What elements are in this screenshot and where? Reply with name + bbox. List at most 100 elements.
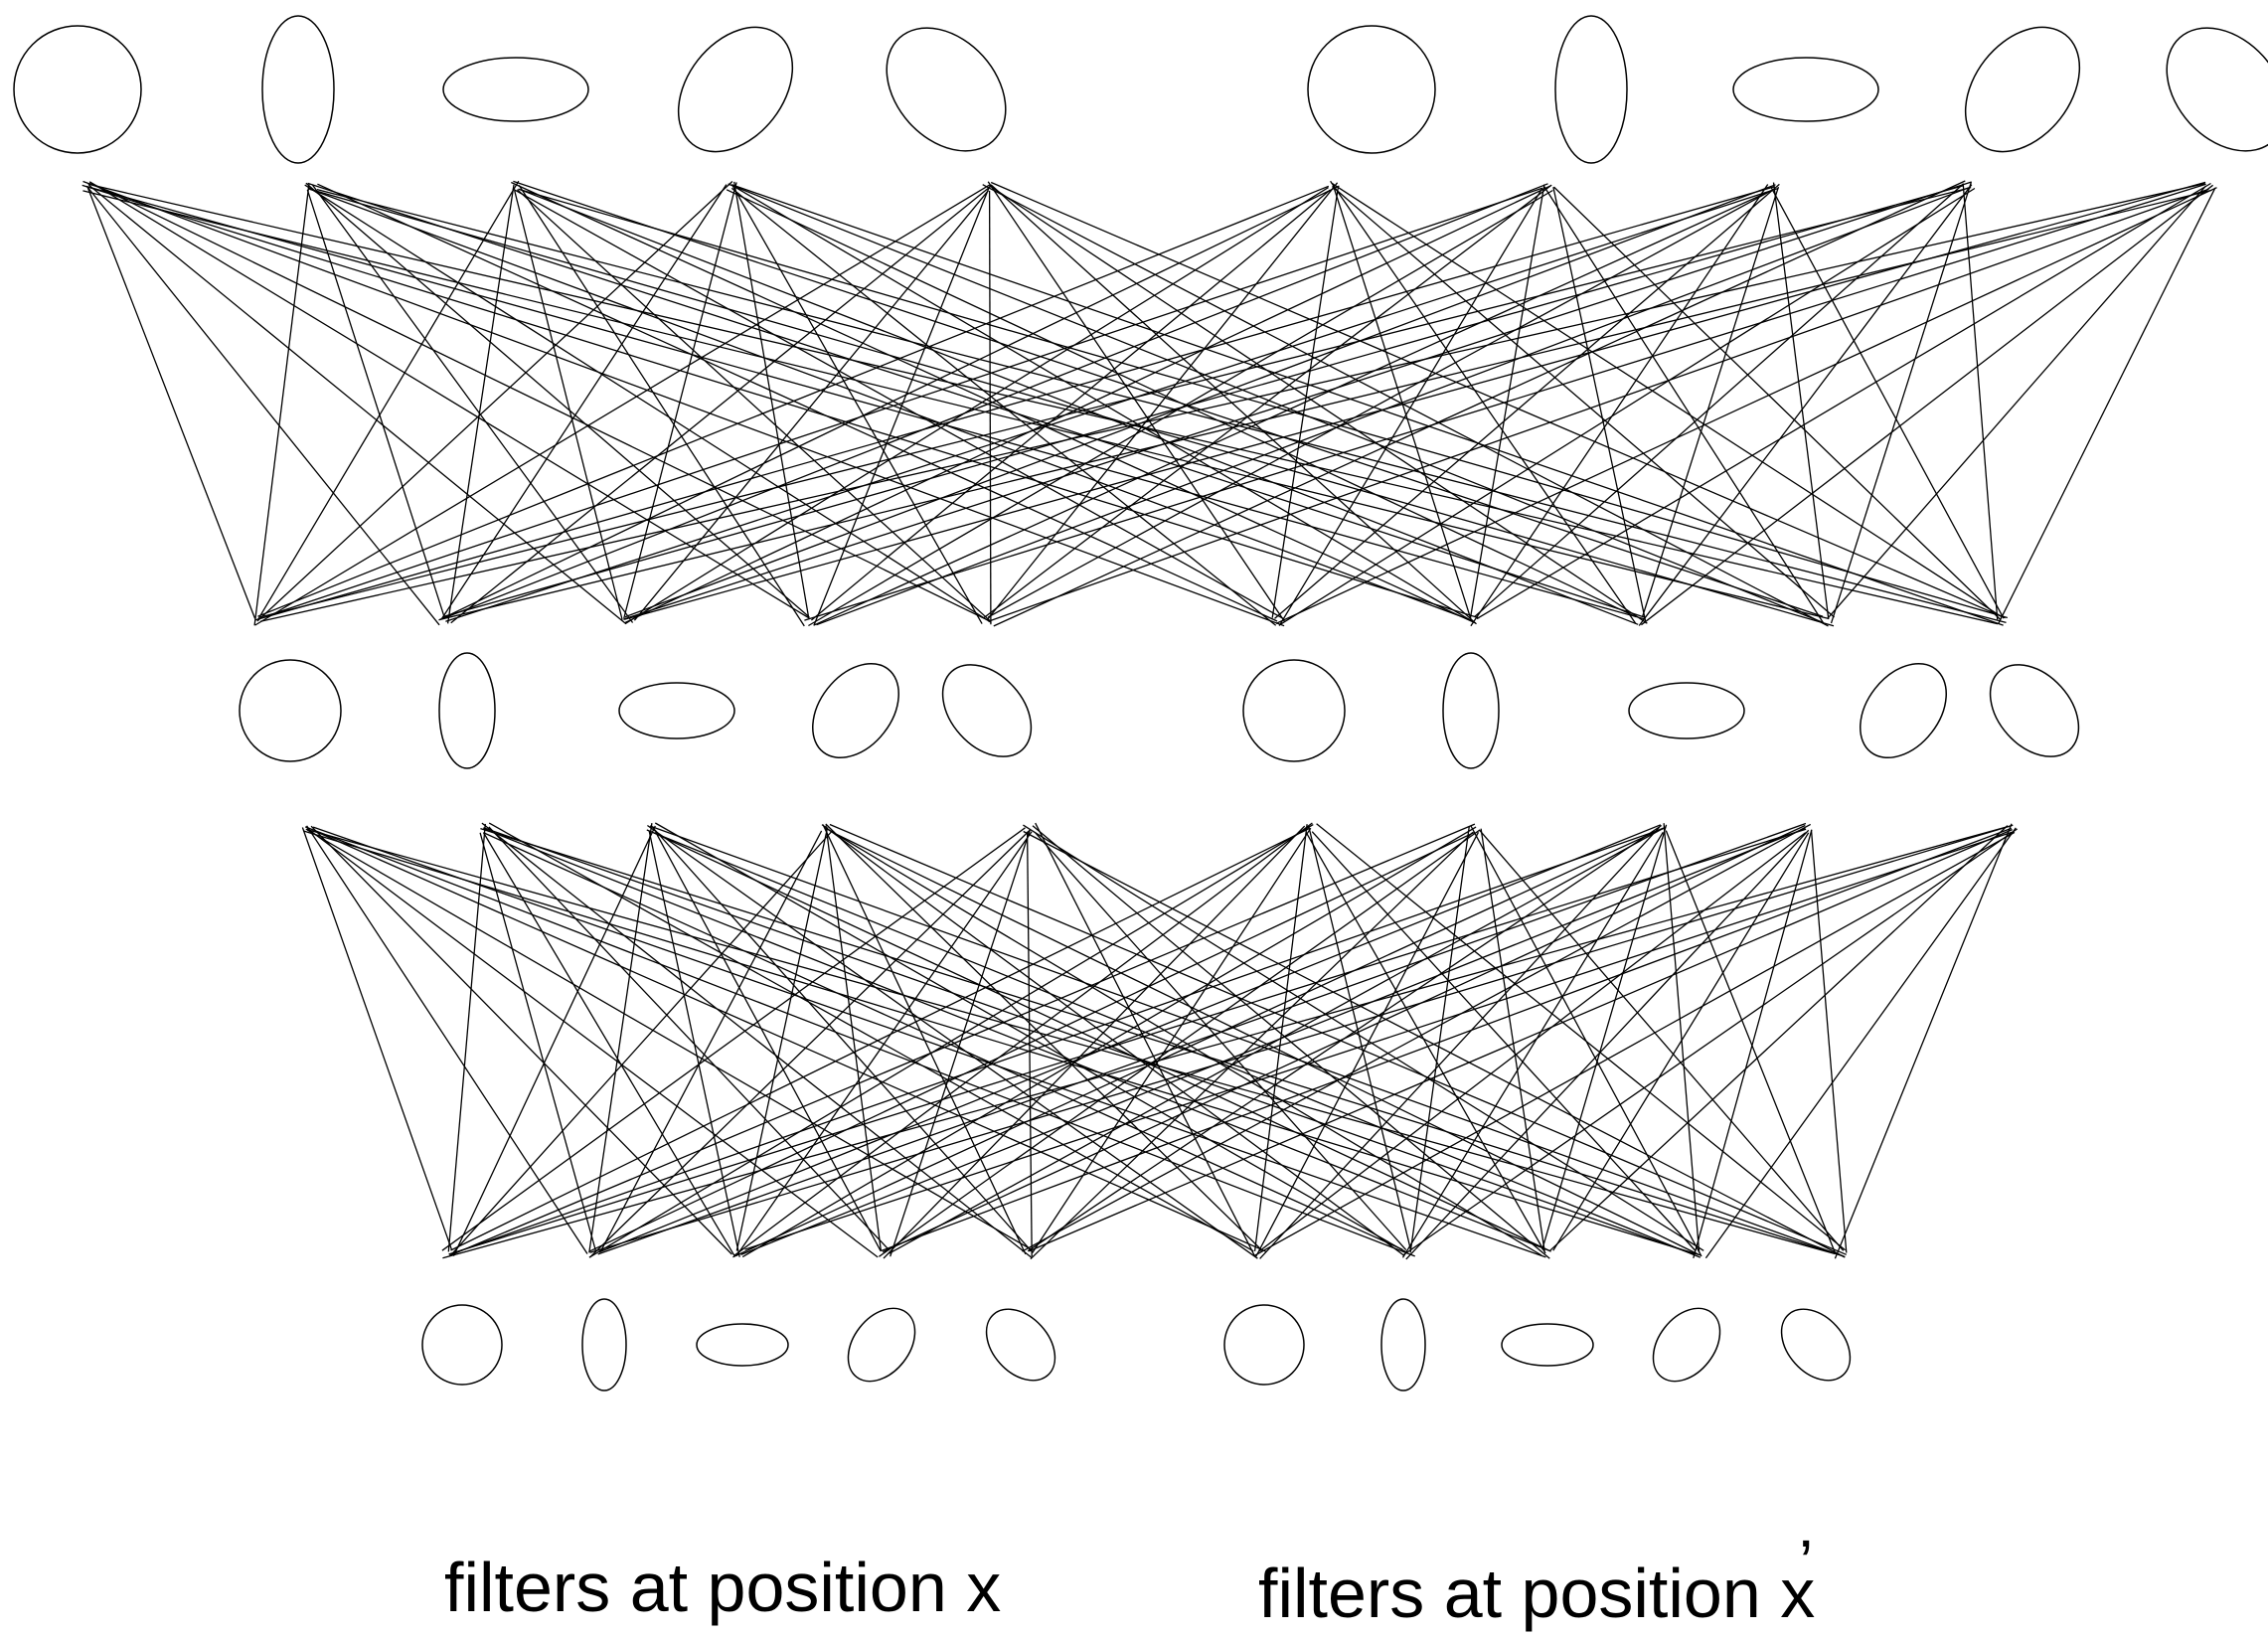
lower-connection-line [1316,823,1847,1251]
upper-connection-line [88,181,811,619]
lower-connection-line [646,829,1701,1258]
top-filter-vertical-ellipse-x [261,15,335,164]
lower-connection-line [588,824,1314,1258]
upper-connection-line [813,189,1773,626]
lower-connection-line [304,826,1415,1257]
lower-connection-line [653,832,1551,1252]
bottom-filter-tilted-left-ellipse-x [985,1308,1056,1382]
bottom-filter-vertical-ellipse-x [581,1298,627,1392]
lower-connection-line [655,831,882,1252]
upper-connection-line [816,187,1970,626]
lower-connection-line [588,823,653,1253]
upper-connection-line [804,183,2206,621]
lower-connection-line [589,831,1476,1252]
upper-connection-line [1543,186,1825,624]
upper-connection-line [305,182,810,618]
lower-connection-line [1022,823,1812,1252]
upper-connection-line [257,185,1330,617]
upper-connection-line [622,184,1776,619]
upper-connection-line [734,186,1471,621]
bottom-filter-horizontal-ellipse-x [696,1323,789,1367]
lower-connection-line [822,824,1027,1255]
lower-connection-line [1405,829,1810,1260]
upper-connection-line [264,187,1543,617]
upper-connection-line [1476,182,2211,620]
middle-filter-vertical-ellipse-x-prime [1442,652,1500,769]
upper-connection-line [446,184,515,624]
connection-lines [81,180,2217,1260]
lower-connection-line [825,825,883,1251]
lower-connection-line [649,825,1846,1258]
lower-connection-line [825,823,1264,1252]
top-filter-tilted-left-ellipse-x [886,27,1007,152]
lower-connection-line [306,825,588,1254]
upper-connection-line [306,189,446,619]
lower-connection-line [1032,827,1312,1253]
lower-connection-line [735,831,1033,1256]
lower-connection-line [829,823,1847,1255]
lower-connection-line [1253,831,2016,1256]
top-filter-horizontal-ellipse-x [442,57,589,122]
lower-connection-line [452,825,656,1256]
upper-connection-line [85,185,1645,620]
top-filter-horizontal-ellipse-x-prime [1732,57,1879,122]
upper-connection-line [982,184,1552,619]
upper-connection-line [622,181,1972,620]
top-filter-vertical-ellipse-x-prime [1554,15,1628,164]
upper-connection-line [86,186,256,619]
lower-connection-line [825,827,1542,1256]
top-filter-circle-x [13,25,142,154]
lower-connection-line [1541,824,1668,1250]
lower-connection-line [448,823,1476,1256]
upper-connection-line [988,190,992,625]
upper-connection-line [733,181,810,618]
upper-connection-line [1278,187,1543,626]
upper-connection-line [986,182,1339,621]
upper-connection-line [516,189,991,622]
middle-filter-horizontal-ellipse-x-prime [1628,682,1745,739]
bottom-filter-circle-x-prime [1223,1304,1305,1386]
lower-connection-line [600,830,823,1251]
upper-connection-line [987,189,1774,618]
middle-filter-circle-x-prime [1242,659,1346,762]
upper-connection-line [726,189,1637,618]
upper-connection-line [519,189,1639,625]
filter-shapes [13,15,2268,1392]
upper-connection-line [87,183,1999,625]
upper-connection-line [87,184,627,625]
upper-connection-line [1331,182,2002,617]
lower-connection-line [648,830,740,1257]
lower-connection-line [732,827,1664,1258]
upper-connection-line [253,184,310,626]
lower-connection-line [883,825,1306,1259]
upper-connection-line [254,184,990,626]
upper-connection-line [1962,183,1999,620]
lower-connection-line [482,832,735,1257]
lower-connection-line [735,827,829,1251]
lower-connection-line [1030,831,1474,1260]
upper-connection-line [82,180,1285,627]
lower-connection-line [310,825,732,1255]
lower-connection-line [451,827,1666,1254]
top-filter-tilted-right-ellipse-x-prime [1964,26,2081,153]
upper-connection-line [624,187,1329,624]
upper-connection-line [442,183,1548,619]
upper-connection-line [256,181,733,622]
upper-connection-line [1474,183,1964,618]
bottom-filter-vertical-ellipse-x-prime [1380,1298,1426,1392]
lower-connection-line [740,827,1806,1256]
upper-connection-line [1769,185,2005,619]
lower-connection-line [482,828,1549,1251]
upper-connection-line [316,188,2007,624]
upper-connection-line [259,186,1972,618]
label-filters-at-position-x: filters at position x [444,1549,1002,1626]
lower-connection-line [1311,831,1697,1251]
upper-connection-line [1998,187,2216,624]
upper-connection-line [988,188,2209,622]
upper-connection-line [810,189,1331,621]
upper-connection-line [624,185,1551,623]
lower-connection-line [1704,827,2017,1259]
lower-connection-line [488,822,1254,1252]
lower-connection-line [1665,830,1836,1253]
